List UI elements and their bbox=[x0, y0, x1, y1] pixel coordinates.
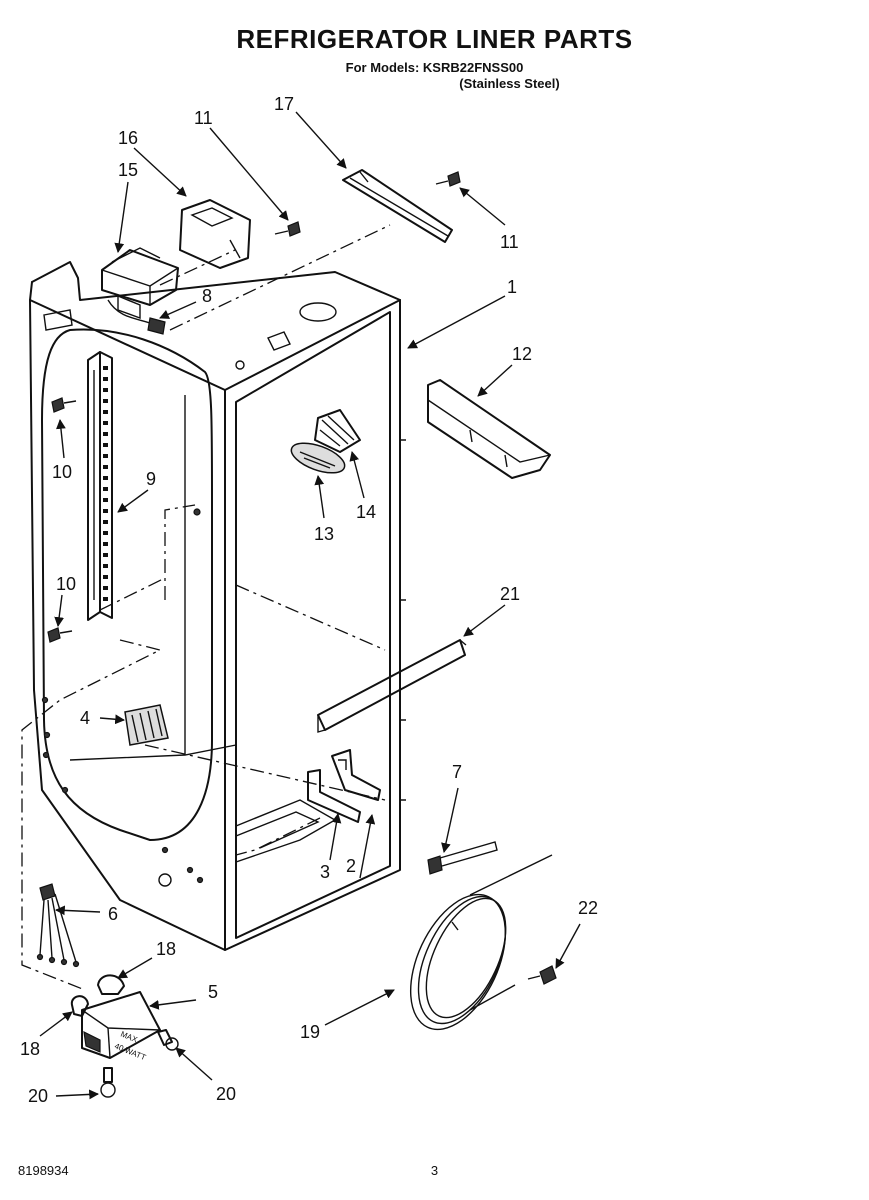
callout-10-upper: 10 bbox=[52, 462, 72, 482]
assembly-lines bbox=[21, 224, 391, 991]
callout-17: 17 bbox=[274, 94, 294, 114]
ladder-slot bbox=[103, 520, 108, 524]
ladder-slot bbox=[103, 377, 108, 381]
crisper-bracket bbox=[427, 379, 551, 479]
callout-8: 8 bbox=[202, 286, 212, 306]
callout-20-left: 20 bbox=[28, 1086, 48, 1106]
vent-grille bbox=[314, 409, 361, 453]
lower-bracket-2 bbox=[331, 749, 381, 801]
ladder-slot bbox=[103, 454, 108, 458]
callout-10-lower: 10 bbox=[56, 574, 76, 594]
wire-harness bbox=[36, 883, 80, 968]
callout-12: 12 bbox=[512, 344, 532, 364]
ladder-slot bbox=[103, 575, 108, 579]
model-line: For Models: KSRB22FNSS00 bbox=[345, 60, 524, 75]
callout-5: 5 bbox=[208, 982, 218, 1002]
callout-2: 2 bbox=[346, 856, 356, 876]
callout-6: 6 bbox=[108, 904, 118, 924]
ladder-slot bbox=[103, 531, 108, 535]
tubing-coil bbox=[409, 854, 553, 1031]
lamp-clip-lower bbox=[70, 995, 89, 1017]
screw-top-right bbox=[435, 171, 461, 187]
lamp-watt-label: 40 WATT bbox=[113, 1042, 147, 1063]
ladder-slot bbox=[103, 487, 108, 491]
ladder-slot bbox=[103, 421, 108, 425]
ladder-slot bbox=[103, 366, 108, 370]
ladder-slot bbox=[103, 498, 108, 502]
page-title: REFRIGERATOR LINER PARTS bbox=[236, 24, 633, 54]
ladder-slot bbox=[103, 553, 108, 557]
callout-1: 1 bbox=[507, 277, 517, 297]
ladder-slot bbox=[103, 509, 108, 513]
ladder-slot bbox=[103, 443, 108, 447]
callout-20-right: 20 bbox=[216, 1084, 236, 1104]
callout-22: 22 bbox=[578, 898, 598, 918]
callout-13: 13 bbox=[314, 524, 334, 544]
footer-part-number: 8198934 bbox=[18, 1163, 69, 1178]
ladder-slot bbox=[103, 432, 108, 436]
callout-16: 16 bbox=[118, 128, 138, 148]
top-trim-rail bbox=[342, 169, 453, 243]
vent-cover bbox=[290, 442, 346, 474]
ladder-slot bbox=[103, 586, 108, 590]
callout-labels: 1 2 3 4 5 6 7 8 9 10 10 11 11 12 13 14 1… bbox=[20, 94, 598, 1106]
lamp-screw-right bbox=[157, 1029, 179, 1051]
finish-line: (Stainless Steel) bbox=[459, 76, 560, 91]
ladder-slot bbox=[103, 388, 108, 392]
callout-11-right: 11 bbox=[500, 232, 519, 252]
lamp-housing: MAX 40 WATT bbox=[81, 991, 161, 1063]
callout-21: 21 bbox=[500, 584, 520, 604]
ladder-slot bbox=[103, 597, 108, 601]
ladder-slot bbox=[103, 399, 108, 403]
screw-top-center bbox=[274, 221, 301, 237]
ladder-slot bbox=[103, 410, 108, 414]
lamp-clip-upper bbox=[97, 974, 125, 995]
callout-19: 19 bbox=[300, 1022, 320, 1042]
ladder-slot bbox=[103, 465, 108, 469]
shelf-rail bbox=[317, 639, 467, 733]
model-subtitle: For Models: KSRB22FNSS00 (Stainless Stee… bbox=[0, 60, 869, 92]
callout-9: 9 bbox=[146, 469, 156, 489]
lamp-screw-bottom bbox=[100, 1067, 116, 1098]
callout-7: 7 bbox=[452, 762, 462, 782]
liner-shell bbox=[29, 261, 406, 951]
lower-bracket-3 bbox=[307, 769, 361, 823]
screw-upper-left bbox=[51, 397, 77, 413]
callout-18-upper: 18 bbox=[156, 939, 176, 959]
control-housing bbox=[101, 247, 179, 319]
ladder-slot bbox=[103, 542, 108, 546]
callout-18-lower: 18 bbox=[20, 1039, 40, 1059]
callout-15: 15 bbox=[118, 160, 138, 180]
footer-page-number: 3 bbox=[430, 1163, 439, 1178]
callout-4: 4 bbox=[80, 708, 90, 728]
ladder-slot bbox=[103, 476, 108, 480]
ladder-slot bbox=[103, 564, 108, 568]
leader-arrows bbox=[39, 111, 581, 1100]
callout-11-top: 11 bbox=[194, 108, 213, 128]
screw-22 bbox=[527, 965, 557, 985]
control-bracket bbox=[179, 199, 251, 269]
screw-lower-left bbox=[47, 627, 73, 643]
callout-14: 14 bbox=[356, 502, 376, 522]
callout-3: 3 bbox=[320, 862, 330, 882]
shelf-ladder bbox=[87, 351, 113, 621]
wire-connector bbox=[107, 299, 166, 335]
drain-grille bbox=[124, 704, 169, 746]
cable-tie bbox=[427, 841, 498, 875]
